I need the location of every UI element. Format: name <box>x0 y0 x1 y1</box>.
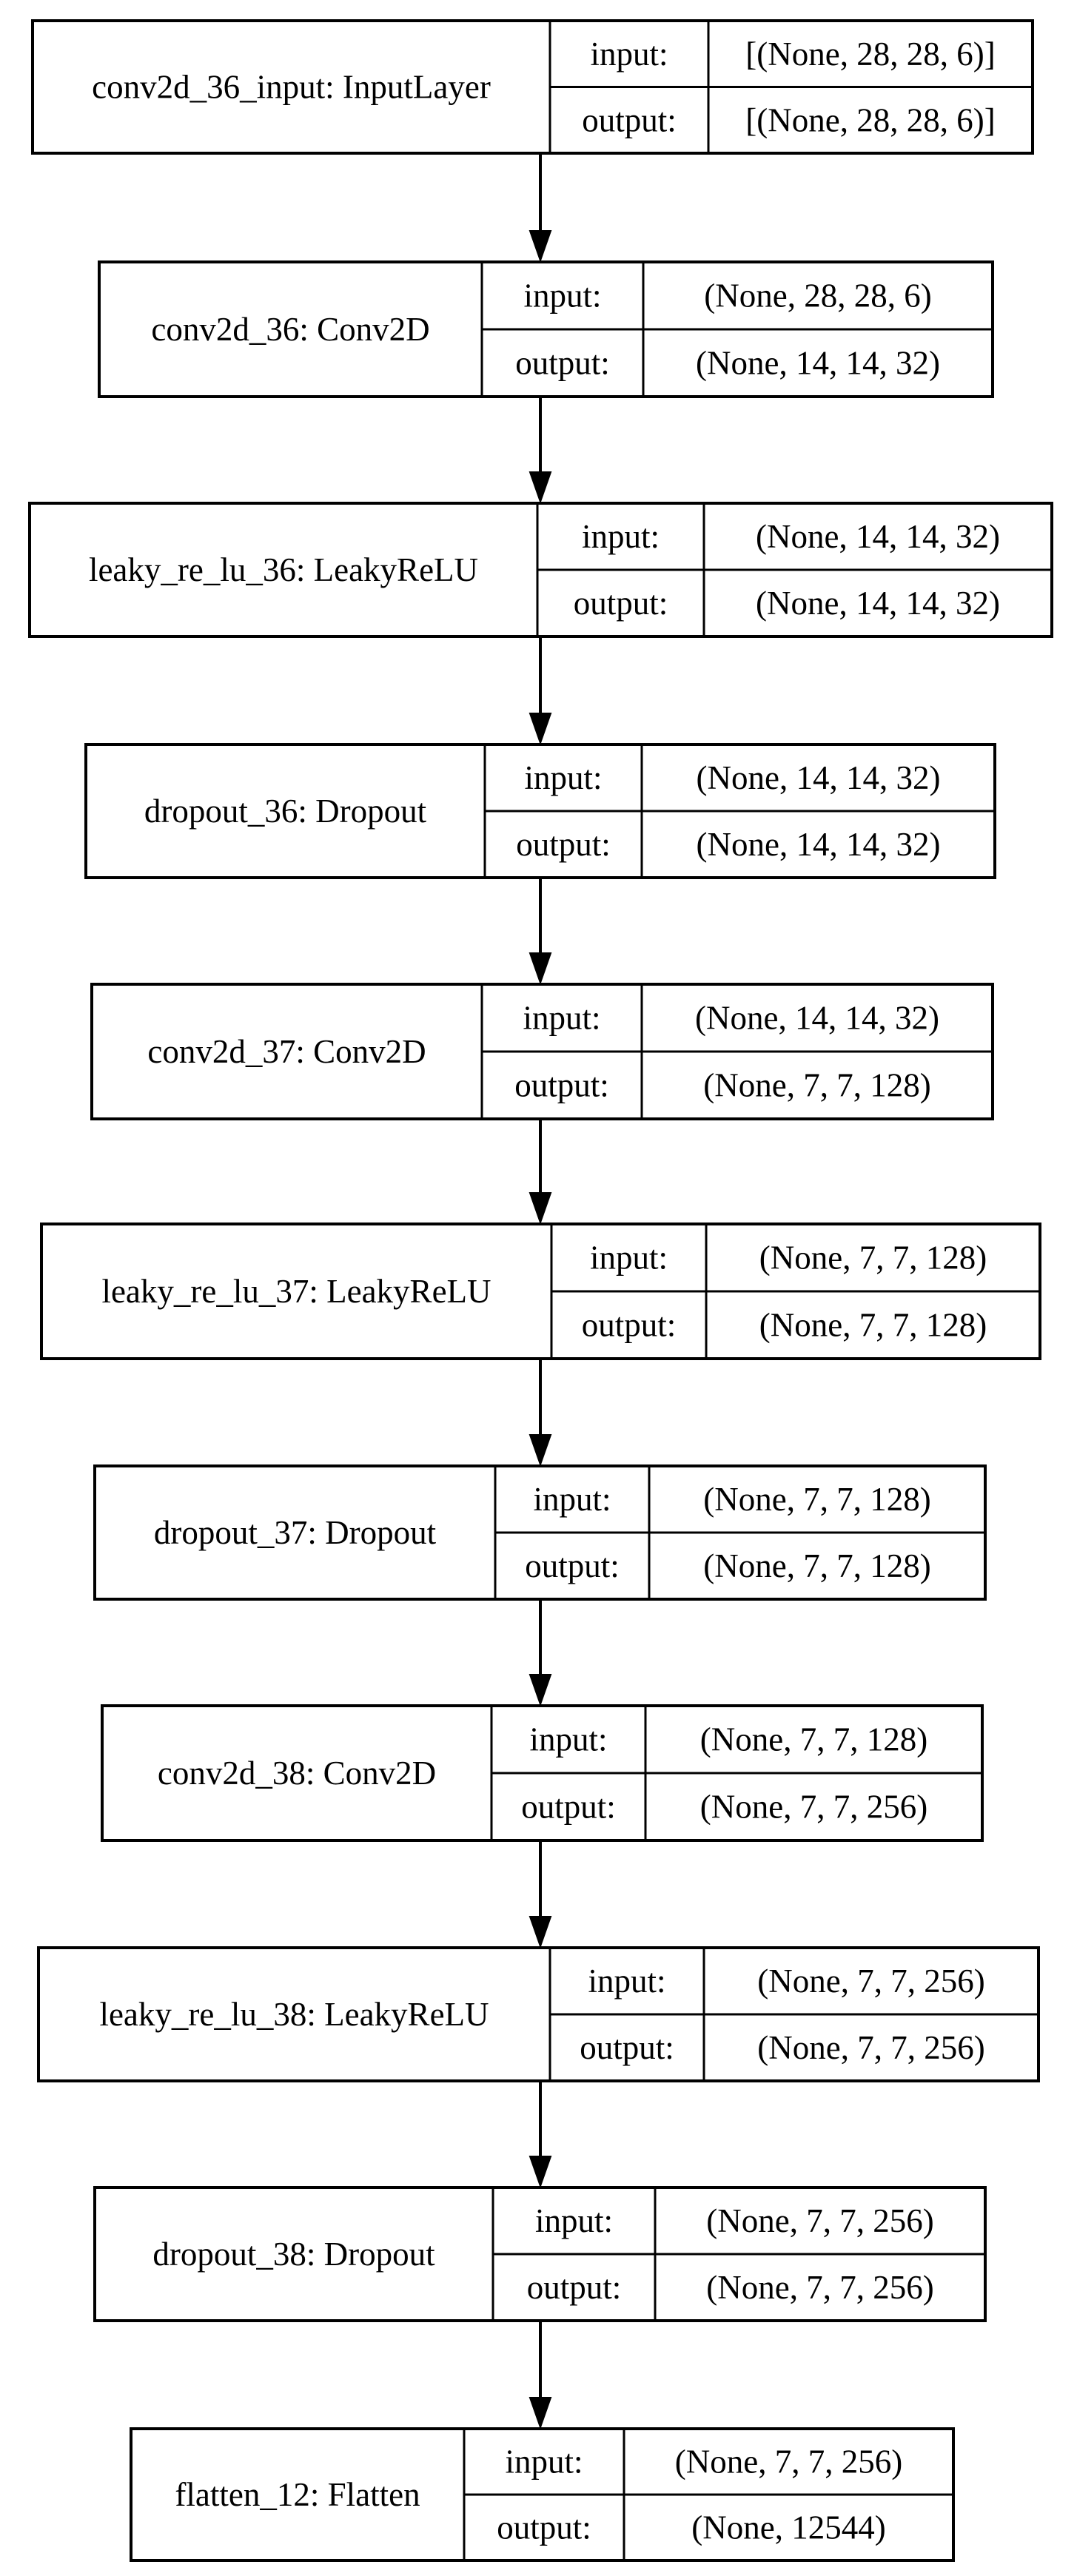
edge-arrow <box>529 1840 552 1949</box>
layer-node: conv2d_38: Conv2D input: output: (None, 7, … <box>101 1704 984 1842</box>
input-shape: (None, 7, 7, 128) <box>700 1721 927 1758</box>
input-label: input: <box>533 1481 611 1518</box>
output-shape: (None, 14, 14, 32) <box>697 826 941 863</box>
output-label: output: <box>497 2509 591 2546</box>
edges <box>529 153 552 2430</box>
layer-name: dropout_36: Dropout <box>144 793 427 830</box>
layer-name: conv2d_36_input: InputLayer <box>92 69 491 106</box>
layer-name: leaky_re_lu_37: LeakyReLU <box>101 1273 491 1310</box>
arrowhead-icon <box>529 2156 552 2189</box>
output-shape: (None, 7, 7, 256) <box>706 2269 933 2306</box>
input-label: input: <box>582 518 660 555</box>
arrowhead-icon <box>529 2397 552 2430</box>
input-shape: (None, 14, 14, 32) <box>756 518 1000 555</box>
arrowhead-icon <box>529 471 552 505</box>
edge-arrow <box>529 2081 552 2189</box>
output-shape: (None, 14, 14, 32) <box>756 585 1000 622</box>
input-label: input: <box>505 2444 583 2481</box>
output-shape: (None, 12544) <box>691 2509 885 2546</box>
layer-node: dropout_36: Dropout input: output: (None, 1… <box>84 743 996 879</box>
input-shape: (None, 7, 7, 128) <box>703 1481 930 1518</box>
output-shape: [(None, 28, 28, 6)] <box>745 101 995 138</box>
layer-node: dropout_38: Dropout input: output: (None, 7… <box>93 2186 987 2322</box>
layer-name: dropout_38: Dropout <box>152 2236 435 2273</box>
input-shape: (None, 14, 14, 32) <box>697 759 941 796</box>
input-label: input: <box>590 36 668 73</box>
output-label: output: <box>521 1789 616 1826</box>
layer-node: leaky_re_lu_36: LeakyReLU input: output: (N… <box>28 502 1053 638</box>
layer-node: flatten_12: Flatten input: output: (None, 7… <box>130 2427 955 2562</box>
layer-node: dropout_37: Dropout input: output: (None, 7… <box>93 1464 987 1601</box>
layer-name: leaky_re_lu_38: LeakyReLU <box>99 1996 489 2033</box>
input-label: input: <box>590 1240 668 1277</box>
input-label: input: <box>523 1000 600 1037</box>
input-shape: [(None, 28, 28, 6)] <box>745 36 995 73</box>
layer-nodes: conv2d_36_input: InputLayer input: output:… <box>28 19 1053 2562</box>
input-shape: (None, 7, 7, 256) <box>757 1963 984 2000</box>
arrowhead-icon <box>529 713 552 746</box>
input-shape: (None, 7, 7, 256) <box>706 2202 933 2239</box>
layer-name: leaky_re_lu_36: LeakyReLU <box>89 551 478 588</box>
layer-node: leaky_re_lu_38: LeakyReLU input: output: (N… <box>37 1946 1040 2082</box>
output-label: output: <box>527 2269 622 2306</box>
output-label: output: <box>582 1307 677 1344</box>
arrowhead-icon <box>529 1434 552 1467</box>
layer-node: conv2d_36_input: InputLayer input: output:… <box>31 19 1034 155</box>
layer-name: conv2d_36: Conv2D <box>151 311 429 348</box>
layer-node: conv2d_36: Conv2D input: output: (None, 28,… <box>98 260 994 398</box>
edge-arrow <box>529 397 552 505</box>
input-label: input: <box>529 1721 607 1758</box>
input-shape: (None, 14, 14, 32) <box>695 1000 939 1037</box>
output-label: output: <box>515 345 610 382</box>
layer-name: conv2d_38: Conv2D <box>158 1755 436 1792</box>
arrowhead-icon <box>529 952 552 986</box>
output-shape: (None, 14, 14, 32) <box>696 345 940 382</box>
input-label: input: <box>523 278 601 315</box>
arrowhead-icon <box>529 1674 552 1707</box>
arrowhead-icon <box>529 1916 552 1949</box>
input-shape: (None, 7, 7, 128) <box>759 1240 987 1277</box>
output-label: output: <box>574 585 668 622</box>
edge-arrow <box>529 1359 552 1467</box>
output-label: output: <box>525 1547 620 1584</box>
edge-arrow <box>529 1119 552 1225</box>
output-shape: (None, 7, 7, 128) <box>703 1067 930 1104</box>
edge-arrow <box>529 2321 552 2430</box>
layer-name: conv2d_37: Conv2D <box>147 1033 426 1070</box>
layer-name: flatten_12: Flatten <box>175 2476 420 2513</box>
layer-node: conv2d_37: Conv2D input: output: (None, 14,… <box>90 983 994 1120</box>
output-shape: (None, 7, 7, 128) <box>703 1547 930 1584</box>
output-label: output: <box>516 826 611 863</box>
edge-arrow <box>529 1599 552 1707</box>
input-label: input: <box>535 2202 613 2239</box>
input-shape: (None, 7, 7, 256) <box>675 2444 902 2481</box>
edge-arrow <box>529 153 552 263</box>
edge-arrow <box>529 878 552 986</box>
input-shape: (None, 28, 28, 6) <box>704 278 931 315</box>
input-label: input: <box>524 759 602 796</box>
layer-node: leaky_re_lu_37: LeakyReLU input: output: (N… <box>40 1223 1041 1360</box>
output-label: output: <box>580 2029 674 2066</box>
layer-name: dropout_37: Dropout <box>154 1514 437 1551</box>
output-shape: (None, 7, 7, 256) <box>700 1789 927 1826</box>
edge-arrow <box>529 636 552 746</box>
output-label: output: <box>514 1067 609 1104</box>
arrowhead-icon <box>529 230 552 263</box>
input-label: input: <box>588 1963 665 2000</box>
arrowhead-icon <box>529 1192 552 1225</box>
output-shape: (None, 7, 7, 256) <box>757 2029 984 2066</box>
output-shape: (None, 7, 7, 128) <box>759 1307 987 1344</box>
output-label: output: <box>582 101 677 138</box>
